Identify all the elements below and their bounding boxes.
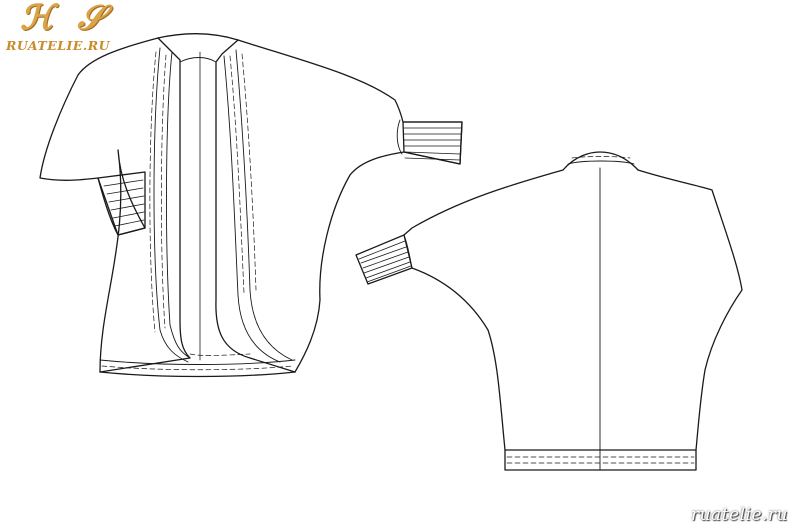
brand-logo: ℋ 𝒮 RUATELIE.RU <box>6 0 116 62</box>
front-right-cuff <box>402 121 463 165</box>
back-neckband <box>562 151 639 171</box>
front-view <box>39 33 463 378</box>
back-hem <box>504 449 697 471</box>
back-left-sleeve <box>403 169 564 236</box>
brand-monogram: ℋ 𝒮 <box>20 0 110 38</box>
back-left-cuff <box>355 234 413 285</box>
back-right-sleeve <box>637 169 743 451</box>
brand-site-name: RUATELIE.RU <box>6 38 111 53</box>
front-right-band <box>215 39 296 373</box>
front-left-cuff <box>97 171 146 236</box>
front-right-sleeve <box>237 39 463 373</box>
back-view <box>355 151 743 471</box>
watermark-text: ruatelie.ru <box>690 505 788 525</box>
front-left-sleeve <box>39 37 159 373</box>
front-hem <box>99 371 296 378</box>
